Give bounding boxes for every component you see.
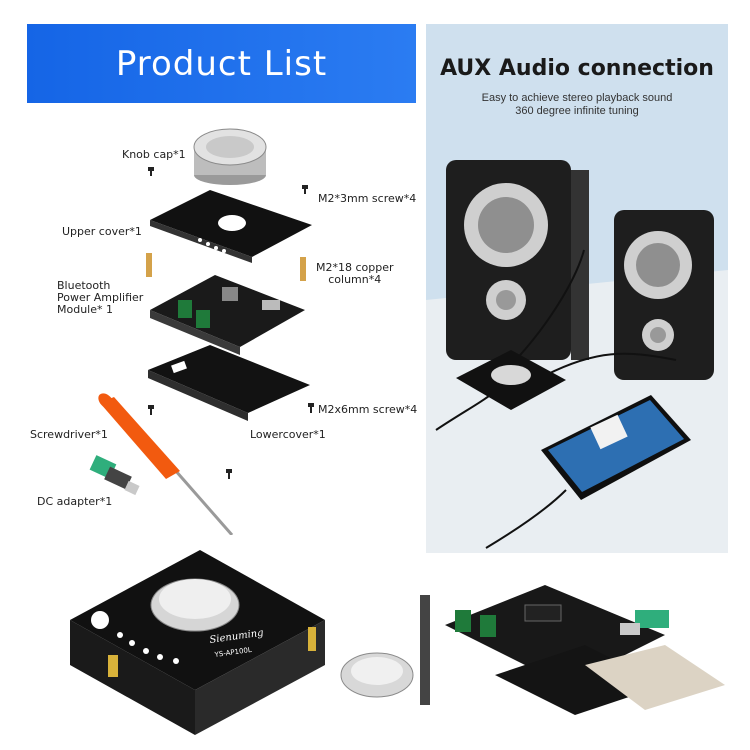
screwdriver-image <box>98 393 234 535</box>
amplifier-board-image <box>456 350 566 410</box>
parts-photo-image <box>340 585 725 715</box>
dc-adapter-label: DC adapter*1 <box>37 495 113 508</box>
screw-icon <box>148 167 154 176</box>
product-list-banner: Product List <box>27 24 416 103</box>
screw-icon <box>302 185 308 194</box>
aux-cable <box>485 489 567 549</box>
dc-adapter-image <box>89 455 140 496</box>
assembled-board-image: Sienuming YS-AP100L <box>70 550 325 735</box>
exploded-parts-illustration <box>89 128 314 535</box>
screw-icon <box>148 405 154 415</box>
power-button-icon <box>91 611 109 629</box>
copper-column-image <box>146 253 152 277</box>
upper-cover-label: Upper cover*1 <box>62 225 142 238</box>
lower-cover-image <box>148 345 310 421</box>
speaker-right-image <box>614 210 714 380</box>
screw-icon <box>226 469 232 479</box>
screwdriver-photo <box>420 595 430 705</box>
copper-column-label: M2*18 copper column*4 <box>316 261 394 286</box>
aux-subtitle-2: 360 degree infinite tuning <box>515 105 639 117</box>
bluetooth-module-label: Bluetooth Power Amplifier Module* 1 <box>57 279 144 316</box>
copper-column-image <box>300 257 306 281</box>
m2-3mm-screw-label: M2*3mm screw*4 <box>318 192 417 205</box>
speaker-cable <box>545 352 677 376</box>
bluetooth-module-image <box>150 275 305 355</box>
speaker-left-image <box>446 160 589 360</box>
screwdriver-label: Screwdriver*1 <box>30 428 108 441</box>
banner-title: Product List <box>115 43 328 84</box>
aux-subtitle-1: Easy to achieve stereo playback sound <box>481 92 673 104</box>
screw-icon <box>308 403 314 413</box>
upper-cover-image <box>150 190 312 263</box>
aux-title: AUX Audio connection <box>440 56 714 81</box>
m2-6mm-screw-label: M2x6mm screw*4 <box>318 403 418 416</box>
aux-setup-illustration <box>426 160 728 553</box>
knob-cap-label: Knob cap*1 <box>122 148 186 161</box>
lower-cover-label: Lowercover*1 <box>250 428 326 441</box>
dc-adapter-photo <box>635 610 669 628</box>
smartphone-image <box>485 395 691 549</box>
knob-cap-image <box>193 128 267 185</box>
